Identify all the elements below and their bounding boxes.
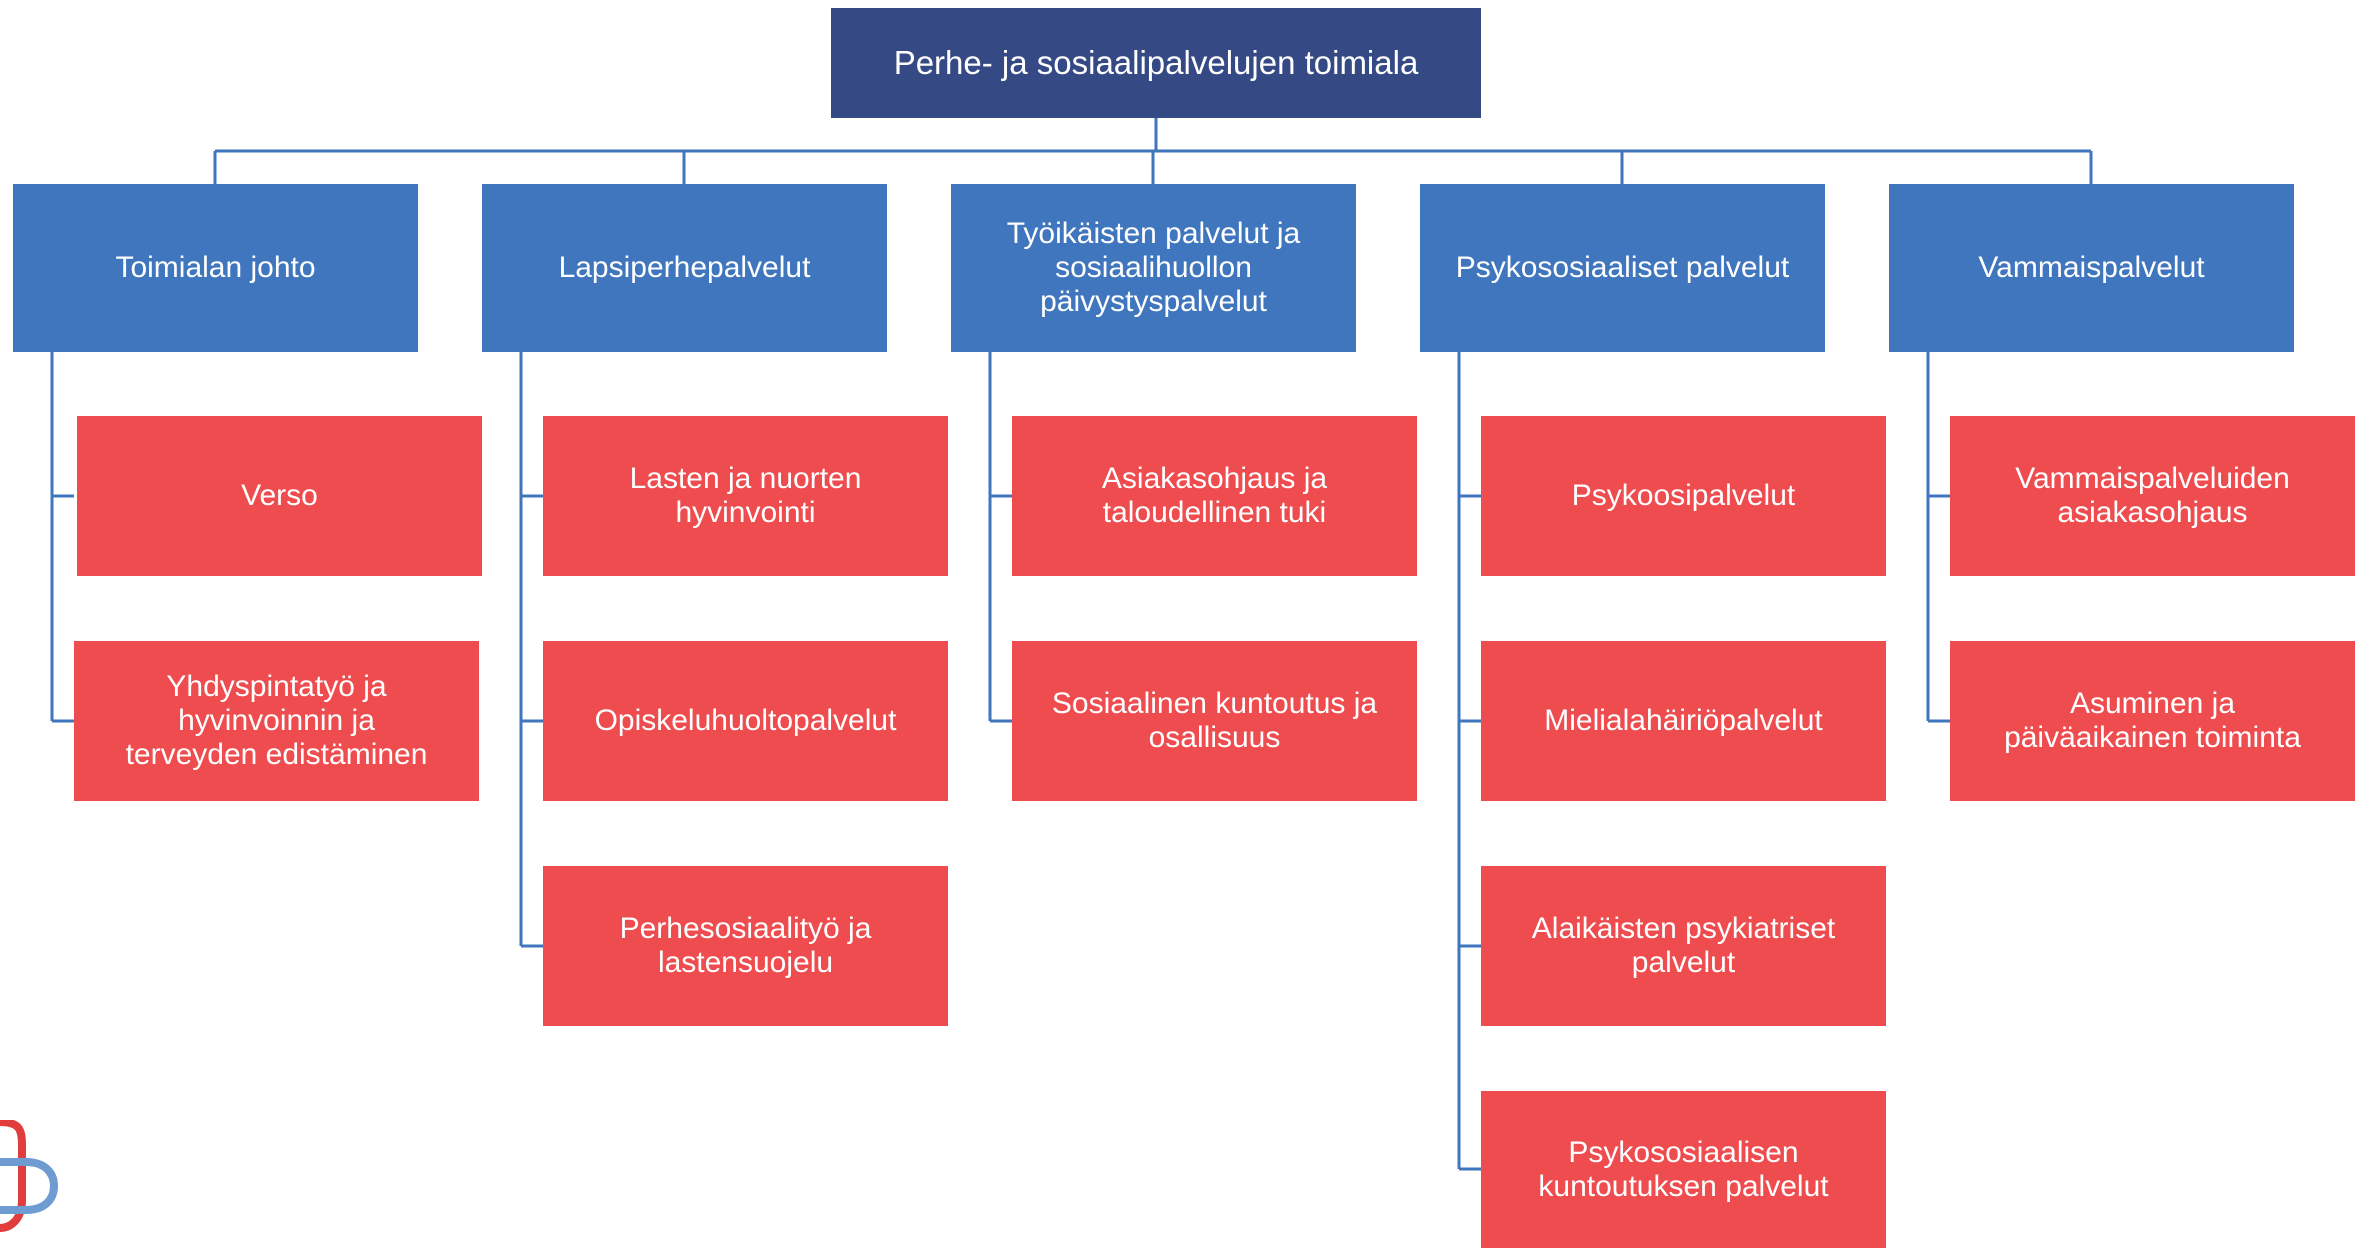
unit-label: Alaikäisten psykiatriset palvelut — [1531, 912, 1836, 979]
unit-node: Psykososiaalisen kuntoutuksen palvelut — [1481, 1091, 1886, 1248]
unit-node: Mielialahäiriöpalvelut — [1481, 641, 1886, 801]
unit-label: Verso — [241, 479, 318, 512]
department-label: Psykososiaaliset palvelut — [1455, 251, 1790, 284]
unit-node: Asuminen ja päiväaikainen toiminta — [1950, 641, 2355, 801]
unit-label: Yhdyspintatyö ja hyvinvoinnin ja terveyd… — [125, 670, 428, 771]
unit-node: Perhesosiaalityö ja lastensuojelu — [543, 866, 948, 1026]
unit-node: Yhdyspintatyö ja hyvinvoinnin ja terveyd… — [74, 641, 479, 801]
unit-node: Asiakasohjaus ja taloudellinen tuki — [1012, 416, 1417, 576]
unit-label: Asuminen ja päiväaikainen toiminta — [2004, 687, 2301, 754]
unit-node: Verso — [77, 416, 482, 576]
root-node: Perhe- ja sosiaalipalvelujen toimiala — [831, 8, 1481, 118]
department-label: Lapsiperhepalvelut — [558, 251, 811, 284]
unit-label: Psykoosipalvelut — [1571, 479, 1796, 512]
department-label: Toimialan johto — [115, 251, 316, 284]
department-node: Lapsiperhepalvelut — [482, 184, 887, 352]
unit-node: Psykoosipalvelut — [1481, 416, 1886, 576]
unit-node: Vammaispalveluiden asiakasohjaus — [1950, 416, 2355, 576]
department-node: Vammaispalvelut — [1889, 184, 2294, 352]
unit-label: Opiskeluhuoltopalvelut — [594, 704, 897, 737]
unit-label: Mielialahäiriöpalvelut — [1544, 704, 1823, 737]
unit-label: Sosiaalinen kuntoutus ja osallisuus — [1051, 687, 1378, 754]
unit-label: Perhesosiaalityö ja lastensuojelu — [619, 912, 872, 979]
root-node-label: Perhe- ja sosiaalipalvelujen toimiala — [893, 44, 1419, 81]
department-node: Psykososiaaliset palvelut — [1420, 184, 1825, 352]
unit-node: Lasten ja nuorten hyvinvointi — [543, 416, 948, 576]
unit-node: Opiskeluhuoltopalvelut — [543, 641, 948, 801]
department-node: Toimialan johto — [13, 184, 418, 352]
unit-label: Lasten ja nuorten hyvinvointi — [629, 462, 862, 529]
unit-label: Vammaispalveluiden asiakasohjaus — [2015, 462, 2290, 529]
unit-label: Asiakasohjaus ja taloudellinen tuki — [1101, 462, 1328, 529]
unit-node: Alaikäisten psykiatriset palvelut — [1481, 866, 1886, 1026]
unit-node: Sosiaalinen kuntoutus ja osallisuus — [1012, 641, 1417, 801]
department-label: Työikäisten palvelut ja sosiaalihuollon … — [1006, 217, 1301, 318]
department-node: Työikäisten palvelut ja sosiaalihuollon … — [951, 184, 1356, 352]
logo-icon — [0, 1120, 59, 1232]
department-label: Vammaispalvelut — [1978, 251, 2205, 284]
unit-label: Psykososiaalisen kuntoutuksen palvelut — [1538, 1135, 1829, 1203]
